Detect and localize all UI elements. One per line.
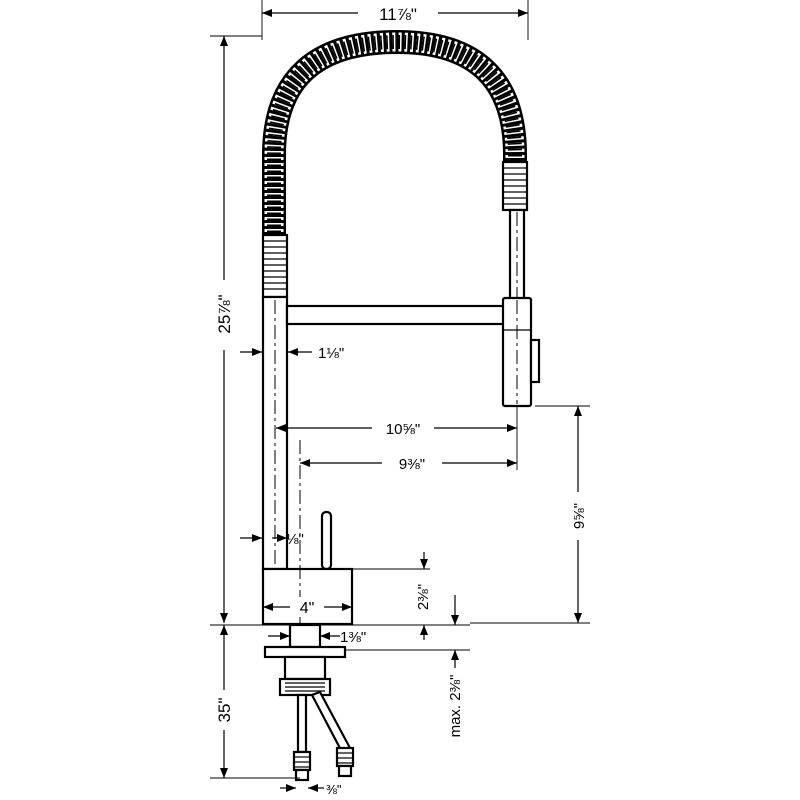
label-side-offset: ⅛" (286, 531, 304, 548)
label-spout-reach-center: 9⅜" (399, 456, 425, 473)
label-overall-height: 25⅞" (215, 294, 234, 333)
label-overall-width: 11⅞" (379, 5, 417, 24)
label-spray-head-height: 9⅝" (571, 503, 588, 529)
dim-base-width: 4" (263, 597, 352, 617)
hose-fittings (292, 746, 355, 782)
label-base-height: 2⅜" (415, 584, 432, 610)
dim-overall-width: 11⅞" (261, 0, 529, 40)
dim-hose-length: 35" (210, 625, 300, 779)
spring-coil-wire (267, 34, 522, 238)
shank-lower (283, 655, 327, 681)
supply-hose-right (310, 690, 352, 754)
shank (288, 623, 322, 649)
dim-shank-diameter: 1⅜" (268, 629, 366, 646)
dim-connector-size: ⅜" (280, 782, 342, 797)
label-spout-reach-outer: 10⅝" (386, 421, 421, 438)
lever-handle (320, 510, 333, 571)
dim-spout-diameter: 1⅛" (240, 345, 344, 362)
label-spout-diameter: 1⅛" (318, 345, 344, 362)
dim-spout-reach-center: 9⅜" (300, 453, 517, 473)
dim-spray-head-height: 9⅝" (470, 405, 590, 624)
label-hose-length: 35" (215, 698, 234, 723)
label-countertop-thickness: max. 2⅜" (447, 675, 464, 738)
coil-sleeve-left-rings (263, 240, 287, 290)
dim-overall-height: 25⅞" (210, 35, 262, 623)
label-connector-size: ⅜" (326, 782, 342, 797)
coil-sleeve-right-rings (503, 167, 527, 205)
label-base-width: 4" (300, 600, 315, 617)
spray-button (529, 338, 541, 384)
mounting-plate (263, 645, 347, 659)
faucet-outline (210, 29, 541, 782)
dim-spout-reach-outer: 10⅝" (276, 406, 518, 470)
holder-arm (285, 304, 512, 326)
label-shank-diameter: 1⅜" (340, 629, 366, 646)
faucet-column (261, 295, 289, 571)
spring-coil (262, 29, 527, 238)
supply-hose-left (296, 693, 308, 754)
dim-base-height: 2⅜" (352, 552, 459, 640)
coil-sleeve-left (261, 233, 289, 299)
dim-countertop-thickness: max. 2⅜" (345, 649, 470, 738)
nut-thread (285, 682, 325, 692)
dim-side-offset: ⅛" (240, 531, 304, 548)
